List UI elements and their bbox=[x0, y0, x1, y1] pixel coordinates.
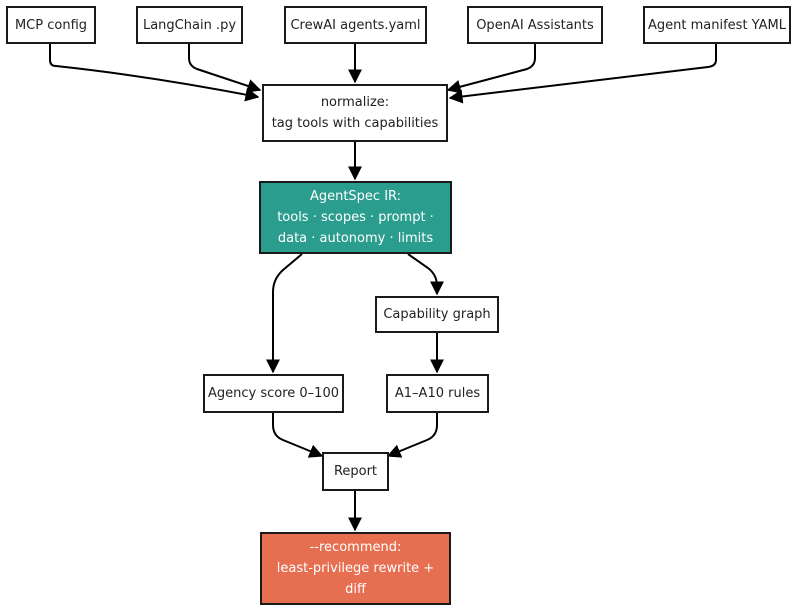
report: Report bbox=[322, 452, 389, 491]
edge-openai-to-normalize bbox=[446, 44, 536, 94]
node-label: CrewAI agents.yaml bbox=[290, 15, 420, 36]
capability-graph: Capability graph bbox=[375, 296, 499, 333]
node-label: --recommend: least-privilege rewrite + dif… bbox=[277, 537, 434, 600]
node-label-line: diff bbox=[345, 582, 366, 597]
rules-a1-a10: A1–A10 rules bbox=[386, 374, 489, 413]
edge-agency-to-report bbox=[272, 413, 324, 458]
node-label: OpenAI Assistants bbox=[476, 15, 594, 36]
edge-rules-to-report bbox=[386, 413, 438, 458]
agency-score: Agency score 0–100 bbox=[203, 374, 344, 413]
node-label-line: A1–A10 rules bbox=[394, 386, 481, 401]
node-label: AgentSpec IR: tools · scopes · prompt · da… bbox=[277, 186, 434, 249]
node-label: LangChain .py bbox=[143, 15, 236, 36]
node-label-line: Agency score 0–100 bbox=[207, 386, 339, 401]
source-langchain: LangChain .py bbox=[136, 6, 243, 44]
node-label-line: CrewAI agents.yaml bbox=[290, 17, 421, 33]
source-agent-manifest: Agent manifest YAML bbox=[643, 6, 791, 44]
node-label: Agency score 0–100 bbox=[208, 383, 339, 404]
node-label: Agent manifest YAML bbox=[648, 15, 786, 36]
normalize-step: normalize: tag tools with capabilities bbox=[262, 84, 448, 142]
node-label: A1–A10 rules bbox=[395, 383, 480, 404]
node-label: MCP config bbox=[15, 15, 87, 36]
edge-mcp-to-normalize bbox=[49, 44, 260, 102]
source-openai-assistants: OpenAI Assistants bbox=[467, 6, 603, 44]
node-label-line: least-privilege rewrite + bbox=[276, 561, 435, 576]
source-crewai: CrewAI agents.yaml bbox=[284, 6, 427, 44]
node-label-line: --recommend: bbox=[309, 540, 402, 555]
node-label-line: normalize: bbox=[320, 95, 390, 110]
node-label-line: tag tools with capabilities bbox=[271, 116, 439, 131]
node-label-line: OpenAI Assistants bbox=[476, 17, 594, 33]
node-label-line: tools · scopes · prompt · bbox=[277, 210, 434, 225]
edge-ir-to-capgraph bbox=[407, 253, 444, 296]
agentspec-ir: AgentSpec IR: tools · scopes · prompt · da… bbox=[259, 181, 452, 254]
source-mcp-config: MCP config bbox=[6, 6, 96, 44]
node-label-line: Capability graph bbox=[383, 307, 491, 322]
node-label-line: LangChain .py bbox=[142, 17, 237, 33]
edge-manifest-to-normalize bbox=[448, 44, 717, 104]
node-label-line: AgentSpec IR: bbox=[309, 189, 402, 204]
node-label-line: data · autonomy · limits bbox=[277, 231, 434, 246]
node-label-line: Agent manifest YAML bbox=[648, 17, 786, 33]
node-label: Report bbox=[334, 461, 377, 482]
node-label: Capability graph bbox=[383, 304, 490, 325]
node-label: normalize: tag tools with capabilities bbox=[272, 92, 439, 134]
edge-langchain-to-normalize bbox=[188, 44, 262, 93]
edge-ir-to-agency bbox=[266, 253, 303, 374]
recommend-output: --recommend: least-privilege rewrite + dif… bbox=[260, 532, 451, 605]
node-label-line: Report bbox=[333, 464, 378, 479]
node-label-line: MCP config bbox=[14, 17, 88, 33]
